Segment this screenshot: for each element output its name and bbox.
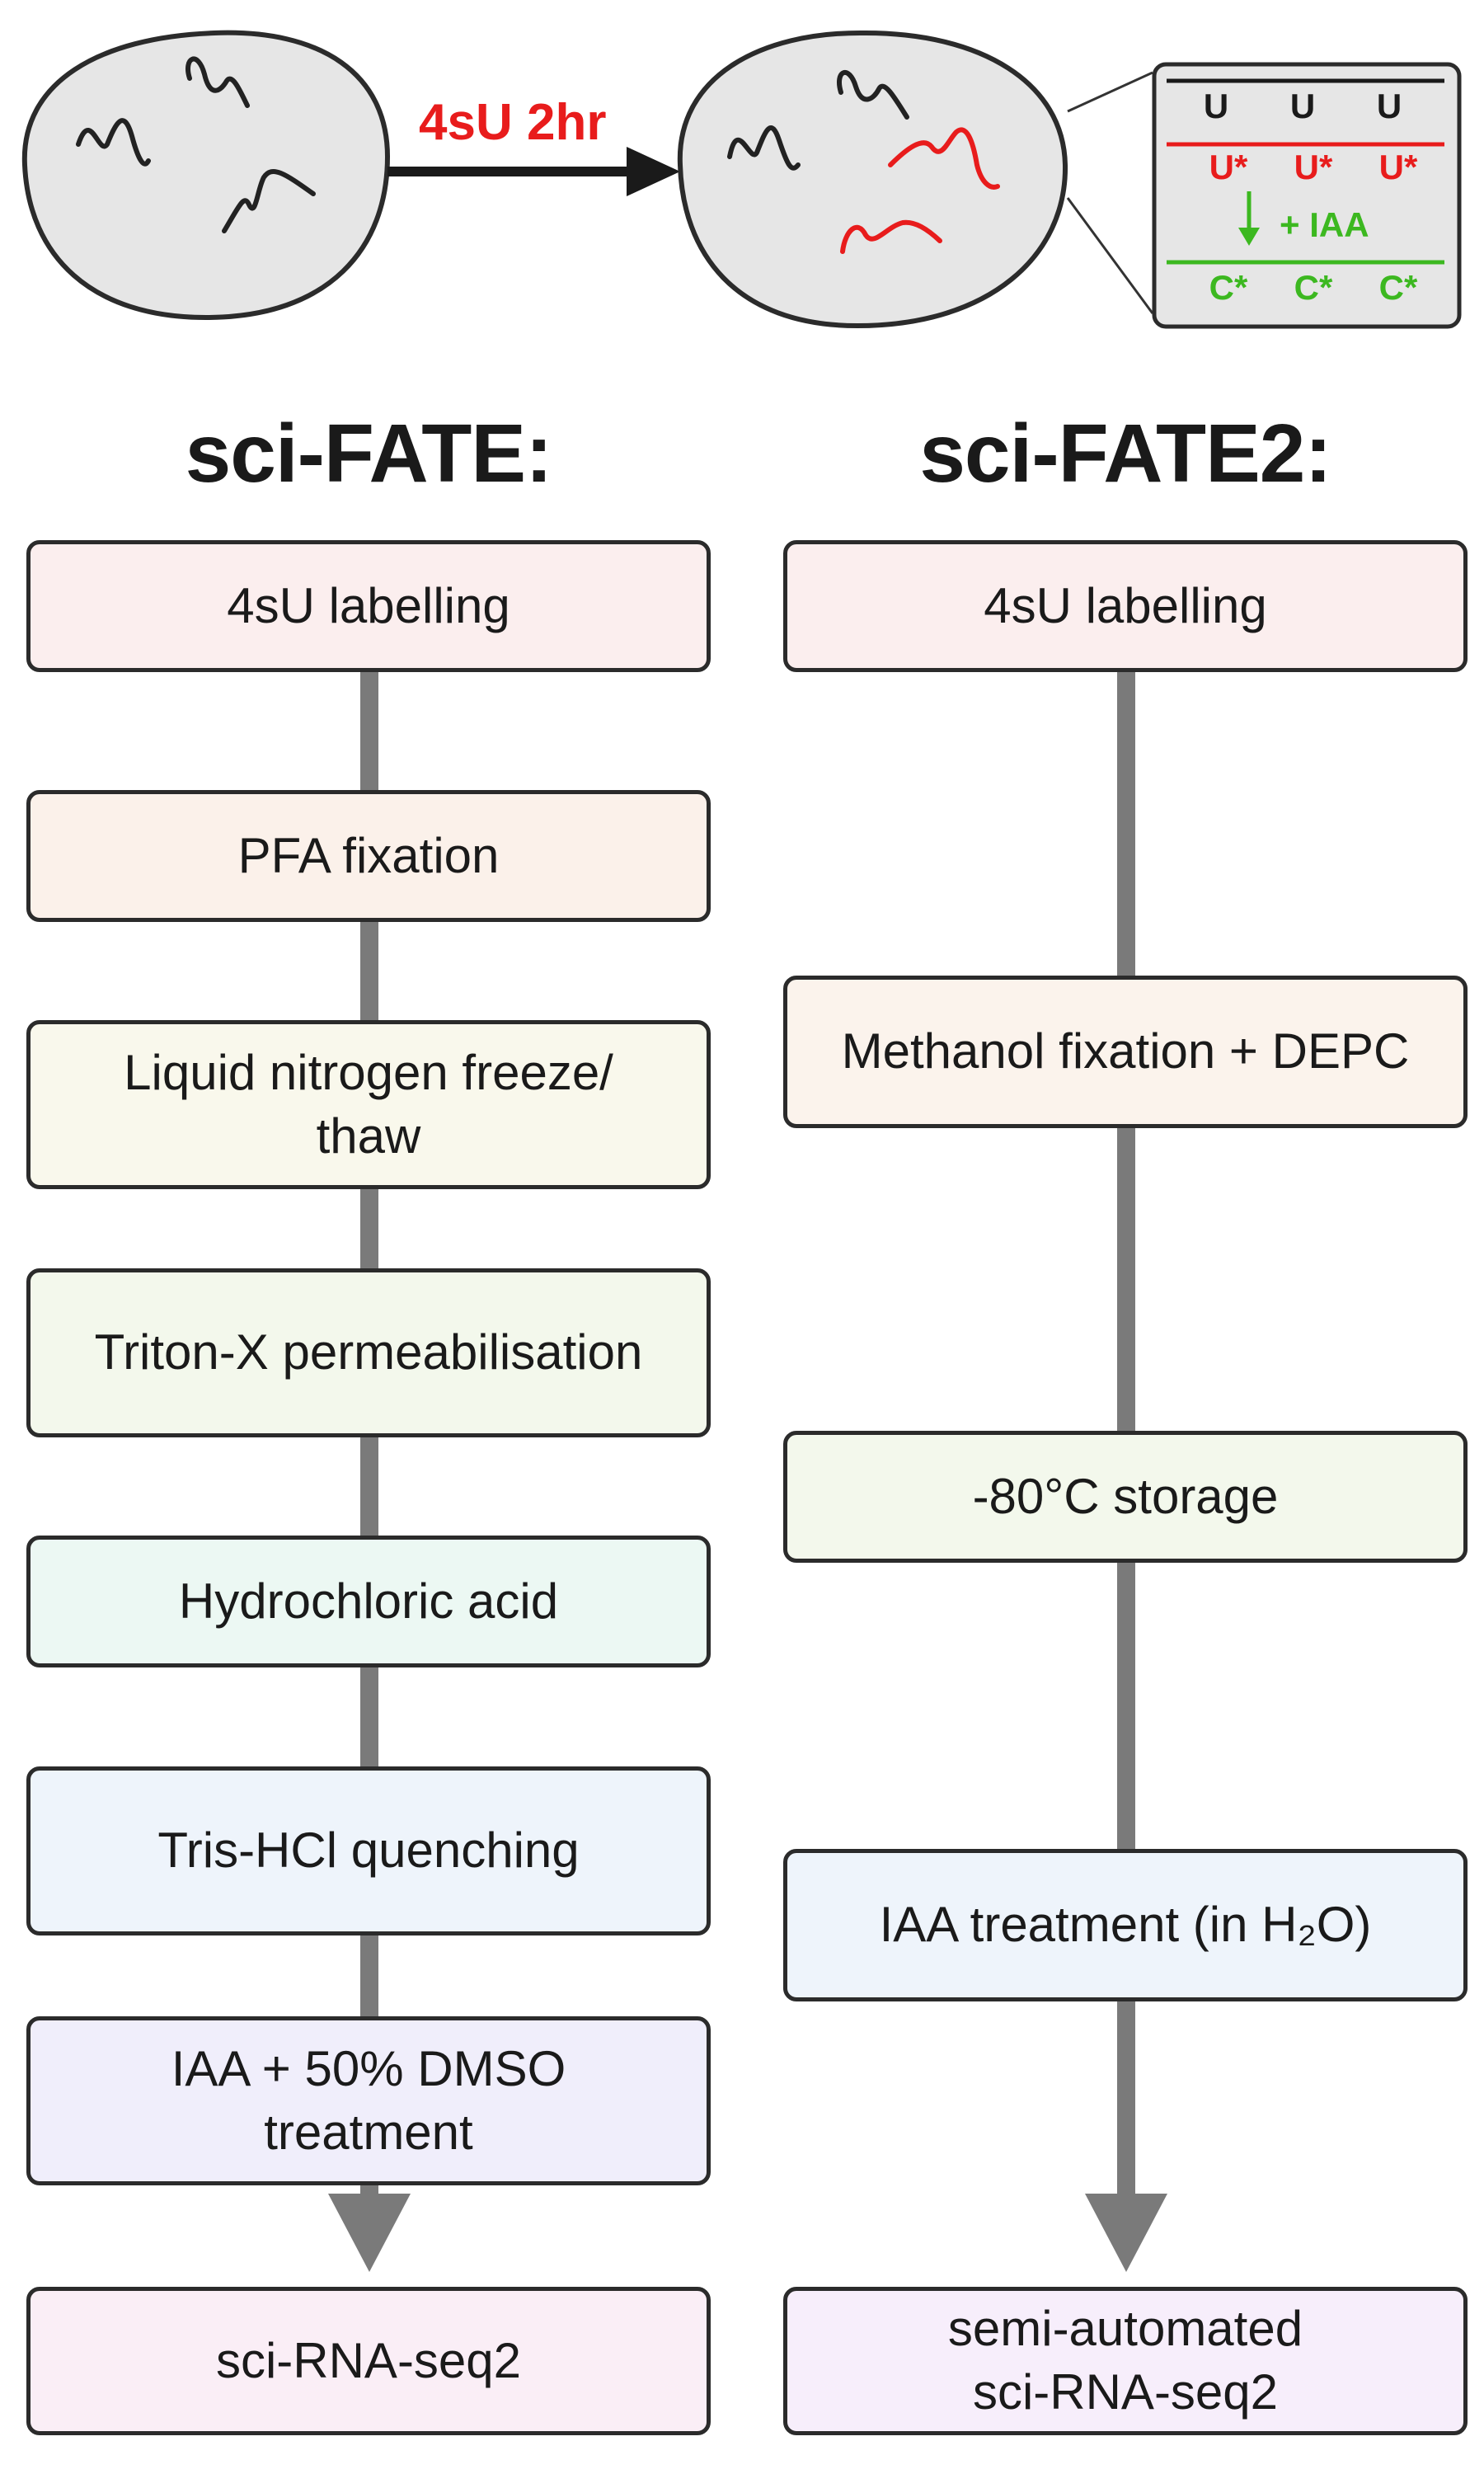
inset-u-star-3: U* — [1378, 148, 1418, 186]
rna-strand-black — [186, 56, 250, 108]
sci-fate-step-triton-x: Triton-X permeabilisation — [26, 1268, 711, 1437]
sci-fate-step-iaa-dmso: IAA + 50% DMSO treatment — [26, 2016, 711, 2185]
inset-u-3: U — [1376, 87, 1402, 125]
sci-fate-step-pfa-fixation: PFA fixation — [26, 790, 711, 922]
cell-labelled — [677, 30, 1068, 329]
sci-fate-step-freeze-thaw: Liquid nitrogen freeze/ thaw — [26, 1020, 711, 1189]
sci-fate2-step-storage: -80°C storage — [783, 1431, 1468, 1563]
sci-fate-step-hydrochloric-acid: Hydrochloric acid — [26, 1536, 711, 1667]
sci-fate-step-tris-hcl: Tris-HCl quenching — [26, 1766, 711, 1935]
inset-u-2: U — [1289, 87, 1316, 125]
rna-strand-black — [837, 70, 909, 120]
sci-fate2-step-iaa-water: IAA treatment (in H₂O) — [783, 1849, 1468, 2001]
inset-c-star-1: C* — [1209, 268, 1248, 307]
inset-u-star-2: U* — [1294, 148, 1333, 186]
arrow-head — [627, 147, 680, 196]
inset-u-1: U — [1203, 87, 1229, 125]
inset-down-arrowhead — [1238, 228, 1260, 246]
sci-fate2-step-4su-labelling: 4sU labelling — [783, 540, 1468, 672]
rna-strand-red — [888, 127, 1000, 190]
sci-fate2-step-semi-automated: semi-automated sci-RNA-seq2 — [783, 2287, 1468, 2435]
heading-sci-fate2: sci-FATE2: — [919, 407, 1331, 500]
sci-fate-step-4su-labelling: 4sU labelling — [26, 540, 711, 672]
rna-strand-red — [840, 219, 942, 254]
callout-line — [1067, 71, 1153, 113]
right-connector-arrowhead — [1085, 2194, 1167, 2272]
sci-fate2-step-methanol-depc: Methanol fixation + DEPC — [783, 976, 1468, 1128]
left-connector-arrowhead — [328, 2194, 411, 2272]
top-schematic — [21, 30, 1462, 329]
inset-c-star-2: C* — [1294, 268, 1333, 307]
rna-strand-black — [727, 125, 801, 171]
sci-fate-step-sci-rna-seq2: sci-RNA-seq2 — [26, 2287, 711, 2435]
rna-strand-black — [222, 168, 316, 233]
inset-c-star-3: C* — [1378, 268, 1418, 307]
callout-line — [1066, 197, 1154, 314]
cell-unlabelled — [21, 30, 391, 321]
inset-reagent-label: + IAA — [1280, 205, 1369, 244]
inset-u-star-1: U* — [1209, 148, 1248, 186]
rna-strand-black — [76, 118, 151, 167]
heading-sci-fate: sci-FATE: — [185, 407, 553, 500]
arrow-label-4su: 4sU 2hr — [419, 94, 607, 151]
